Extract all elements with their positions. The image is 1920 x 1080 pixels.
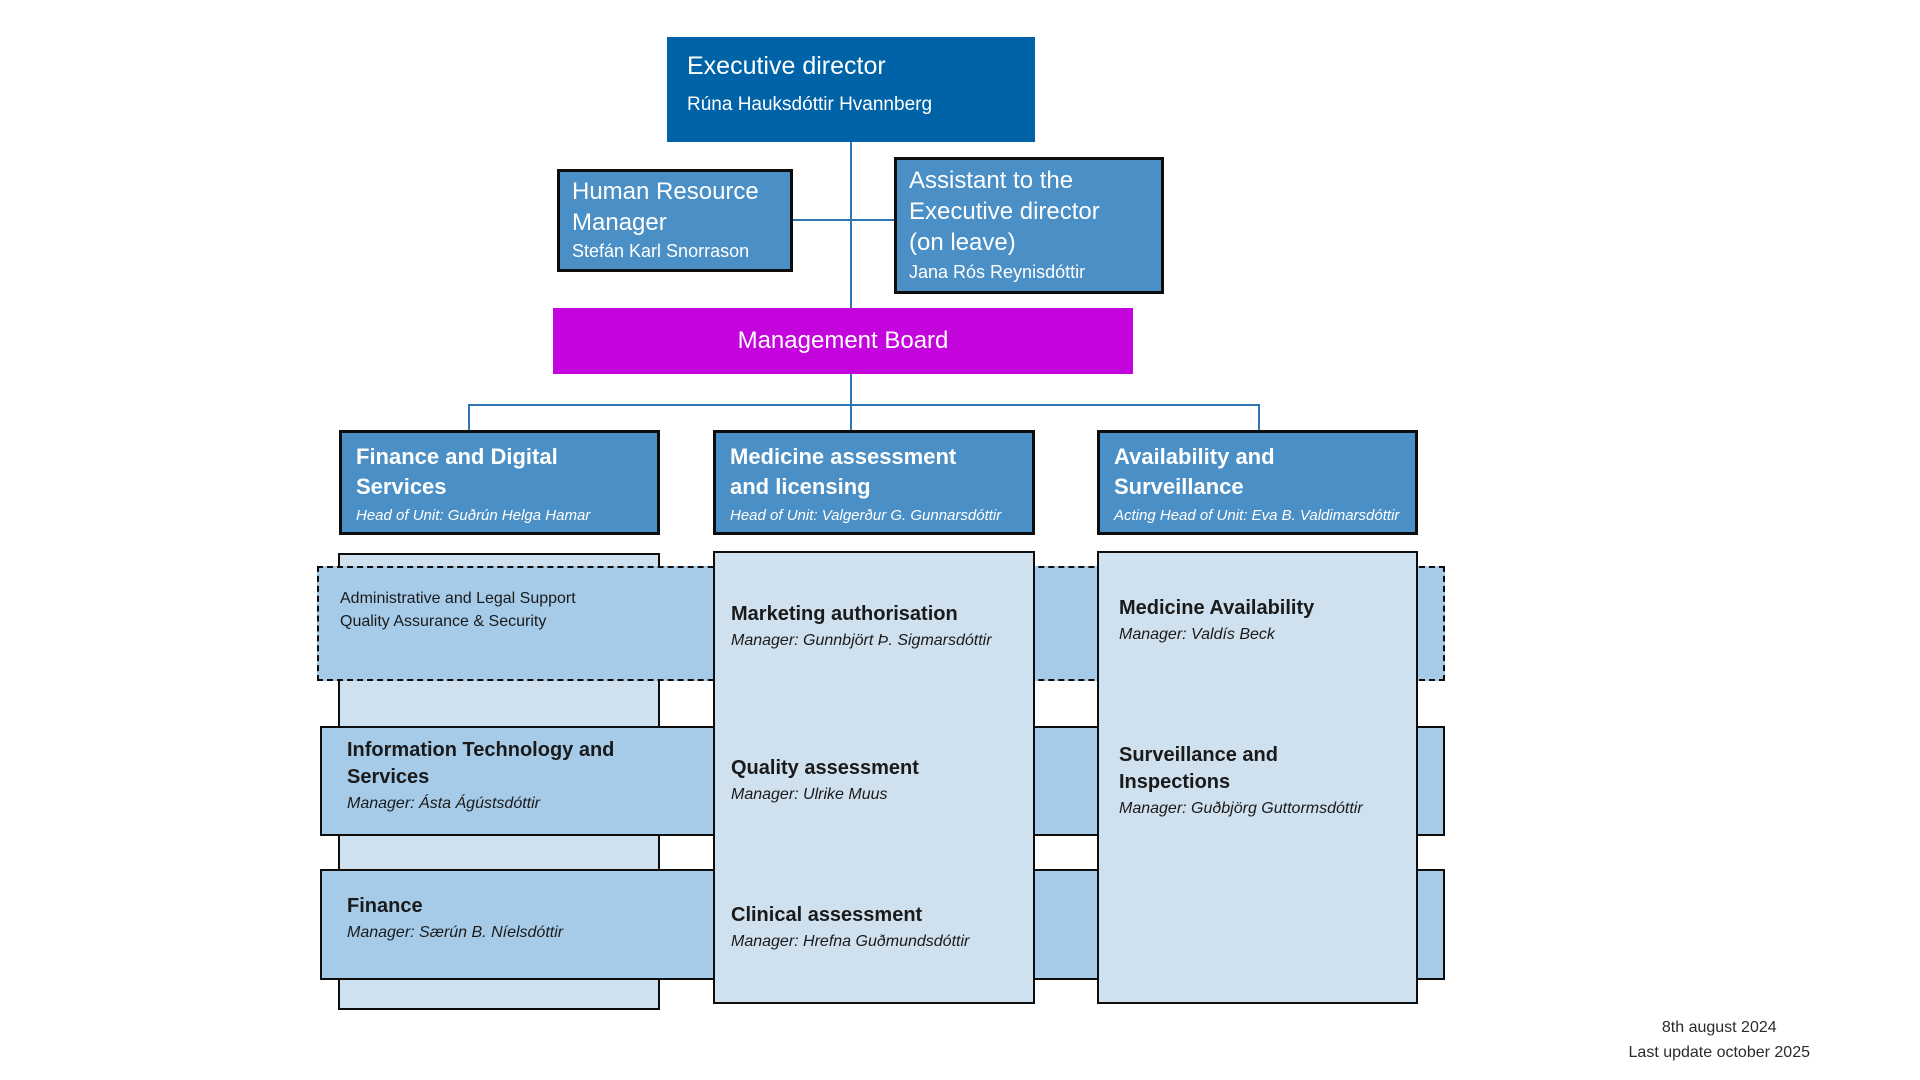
dept-surveillance-inspections-title: Surveillance and Inspections	[1119, 744, 1278, 793]
connector-drop-medicine	[850, 405, 852, 431]
hr-manager-box: Human Resource Manager Stefán Karl Snorr…	[557, 169, 793, 272]
connector-drop-availability	[1258, 405, 1260, 431]
connector-hr-to-assistant	[793, 219, 895, 221]
dept-medicine-availability: Medicine Availability Manager: Valdís Be…	[1119, 595, 1399, 646]
dept-finance: Finance Manager: Særún B. Níelsdóttir	[347, 893, 662, 944]
dept-medicine-availability-manager: Manager: Valdís Beck	[1119, 626, 1275, 643]
dept-surveillance-inspections-manager: Manager: Guðbjörg Guttormsdóttir	[1119, 800, 1363, 817]
unit-medicine-head: Head of Unit: Valgerður G. Gunnarsdóttir	[730, 506, 1002, 524]
executive-director-name: Rúna Hauksdóttir Hvannberg	[687, 93, 933, 115]
unit-header-availability: Availability and Surveillance Acting Hea…	[1097, 430, 1418, 535]
dept-medicine-availability-title: Medicine Availability	[1119, 597, 1315, 619]
dept-quality-assessment: Quality assessment Manager: Ulrike Muus	[731, 755, 1031, 806]
assistant-box: Assistant to the Executive director (on …	[894, 157, 1164, 294]
management-board-box: Management Board	[553, 308, 1133, 374]
dept-information-technology: Information Technology and Services Mana…	[347, 737, 662, 815]
assistant-title: Assistant to the Executive director (on …	[909, 167, 1100, 257]
unit-medicine-title: Medicine assessment and licensing	[730, 444, 957, 500]
dept-marketing-authorisation-manager: Manager: Gunnbjört Þ. Sigmarsdóttir	[731, 632, 992, 649]
footer-date: 8th august 2024	[1661, 1019, 1777, 1036]
dept-information-technology-title: Information Technology and Services	[347, 739, 615, 788]
connector-board-down	[850, 374, 852, 405]
executive-director-title: Executive director	[687, 52, 886, 80]
unit-finance-digital-head: Head of Unit: Guðrún Helga Hamar	[356, 506, 591, 524]
dept-marketing-authorisation-title: Marketing authorisation	[731, 603, 958, 625]
unit-header-finance-digital: Finance and Digital Services Head of Uni…	[339, 430, 660, 535]
footer-updated: Last update october 2025	[1628, 1043, 1810, 1061]
executive-director-box: Executive director Rúna Hauksdóttir Hvan…	[667, 37, 1035, 142]
unit-availability-title: Availability and Surveillance	[1114, 444, 1275, 500]
dept-admin-legal-support: Administrative and Legal Support Quality…	[340, 588, 650, 633]
hr-manager-title: Human Resource Manager	[572, 178, 759, 237]
management-board-label: Management Board	[737, 327, 949, 354]
dept-clinical-assessment: Clinical assessment Manager: Hrefna Guðm…	[731, 902, 1031, 953]
dept-information-technology-manager: Manager: Ásta Ágústsdóttir	[347, 795, 540, 812]
connector-executive-to-board	[850, 142, 852, 309]
connector-units-span	[468, 404, 1260, 406]
dept-admin-legal-support-lines: Administrative and Legal Support Quality…	[340, 590, 576, 630]
dept-clinical-assessment-manager: Manager: Hrefna Guðmundsdóttir	[731, 933, 970, 950]
panel-availability	[1097, 551, 1418, 1004]
dept-clinical-assessment-title: Clinical assessment	[731, 904, 923, 926]
connector-drop-finance-digital	[468, 405, 470, 431]
panel-medicine	[713, 551, 1035, 1004]
dept-quality-assessment-manager: Manager: Ulrike Muus	[731, 786, 888, 803]
unit-finance-digital-title: Finance and Digital Services	[356, 444, 558, 500]
dept-finance-manager: Manager: Særún B. Níelsdóttir	[347, 924, 564, 941]
unit-availability-head: Acting Head of Unit: Eva B. Valdimarsdót…	[1114, 506, 1400, 524]
assistant-name: Jana Rós Reynisdóttir	[909, 261, 1086, 282]
dept-surveillance-inspections: Surveillance and Inspections Manager: Gu…	[1119, 742, 1399, 820]
footer-dates: 8th august 2024 Last update october 2025	[1629, 1016, 1810, 1066]
dept-marketing-authorisation: Marketing authorisation Manager: Gunnbjö…	[731, 601, 1031, 652]
hr-manager-name: Stefán Karl Snorrason	[572, 241, 750, 262]
dept-finance-title: Finance	[347, 895, 423, 917]
unit-header-medicine: Medicine assessment and licensing Head o…	[713, 430, 1035, 535]
dept-quality-assessment-title: Quality assessment	[731, 757, 919, 779]
